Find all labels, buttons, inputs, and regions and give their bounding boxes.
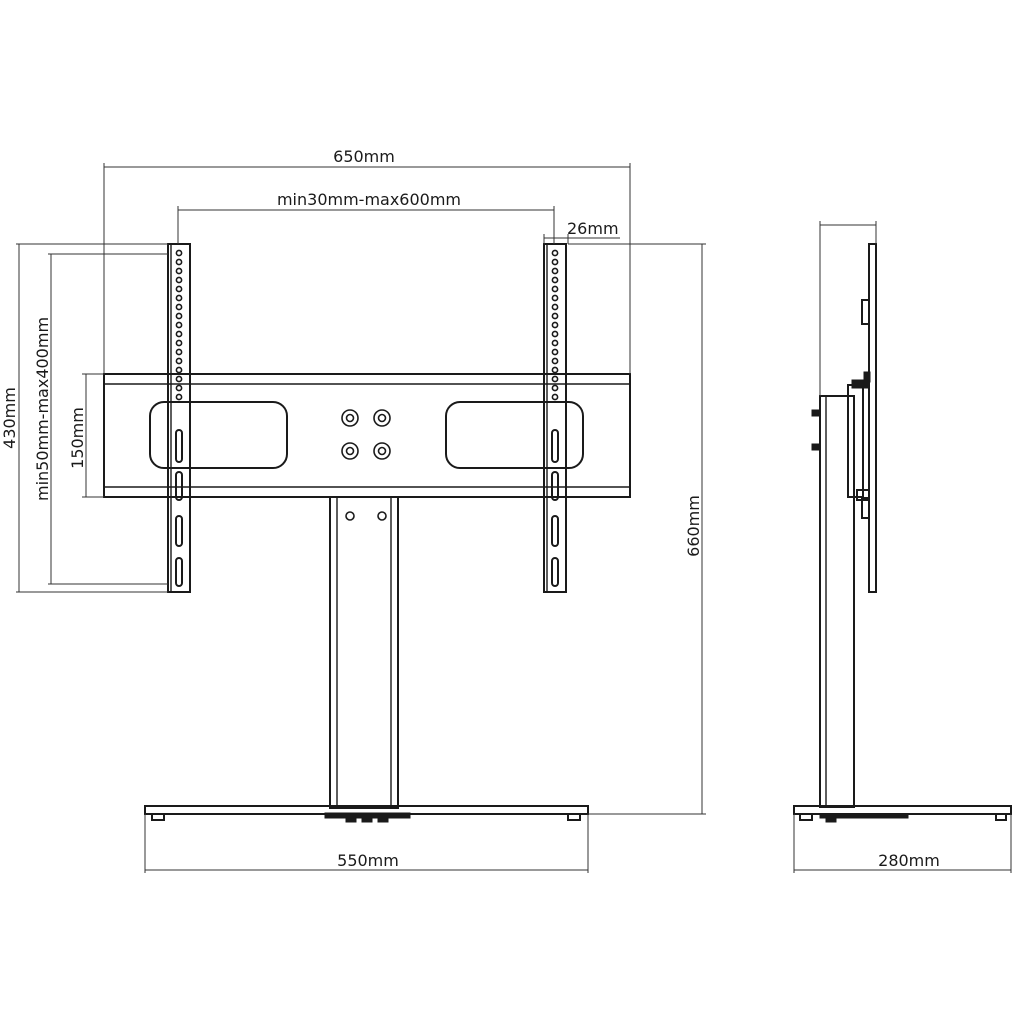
dimension-label-overall-width: 650mm [333,147,395,166]
dimension-overall-width: 650mm [103,147,631,374]
arm-hole [175,321,183,329]
arm-hole [175,303,183,311]
dimension-label-arm-height: 430mm [0,387,19,449]
arm-outline [543,243,567,593]
dimension-label-bracket-height: 150mm [68,407,87,469]
dimension-total-height: 660mm [568,243,706,815]
dimension-label-base-width: 550mm [337,851,399,870]
dimension-vertical-spacing: min50mm-max400mm [33,253,168,585]
dimension-label-total-height: 660mm [684,495,703,557]
dimension-base-width: 550mm [144,814,589,873]
arm-slot [175,429,183,463]
arm-slot [551,557,559,587]
arm-hole [551,276,559,284]
dimension-arm-height: 430mm [0,243,168,593]
right-vertical-arm [543,243,567,593]
arm-hole [551,348,559,356]
arm-hole [175,249,183,257]
arm-hole [175,276,183,284]
arm-hole [175,384,183,392]
arm-hole [551,321,559,329]
dimension-side-top-depth [819,221,877,396]
arm-slot [175,471,183,501]
side-base [793,805,1012,823]
mounting-bracket [103,373,631,498]
dimension-base-depth: 280mm [793,814,1012,873]
arm-hole [551,330,559,338]
arm-hole [551,303,559,311]
side-bracket [847,371,871,501]
arm-hole [175,393,183,401]
arm-slot [551,515,559,547]
dimension-label-vertical-spacing: min50mm-max400mm [33,317,52,501]
arm-hole [175,366,183,374]
arm-hole [551,366,559,374]
arm-slot [175,557,183,587]
side-tv-plate [861,243,877,593]
dimension-arm-width: 26mm [543,219,620,244]
front-view: 650mm min30mm-max600mm 26mm 430mm [0,147,706,873]
arm-hole [551,393,559,401]
dimension-bracket-height: 150mm [68,373,104,498]
arm-slot [175,515,183,547]
arm-hole [551,294,559,302]
arm-hole [175,294,183,302]
arm-hole [175,348,183,356]
stand-base [144,805,589,823]
dimension-label-base-depth: 280mm [878,851,940,870]
arm-hole [551,384,559,392]
arm-hole [551,375,559,383]
arm-hole [175,312,183,320]
arm-hole [551,249,559,257]
arm-hole [175,330,183,338]
dimension-label-arm-width: 26mm [567,219,619,238]
bracket-bolts [341,409,391,460]
side-view: 280mm [793,221,1012,873]
dimension-hole-spacing: min30mm-max600mm [177,190,555,244]
arm-hole [175,267,183,275]
arm-hole [551,285,559,293]
arm-hole [175,357,183,365]
stand-column [329,496,399,809]
arm-slot [551,471,559,501]
arm-hole [551,339,559,347]
arm-hole [551,267,559,275]
arm-outline [167,243,191,593]
arm-hole [175,339,183,347]
left-vertical-arm [167,243,191,593]
arm-slot [551,429,559,463]
arm-hole [551,357,559,365]
arm-hole [551,258,559,266]
arm-hole [175,258,183,266]
arm-hole [175,285,183,293]
arm-hole [551,312,559,320]
dimension-label-hole-spacing: min30mm-max600mm [277,190,461,209]
arm-hole [175,375,183,383]
